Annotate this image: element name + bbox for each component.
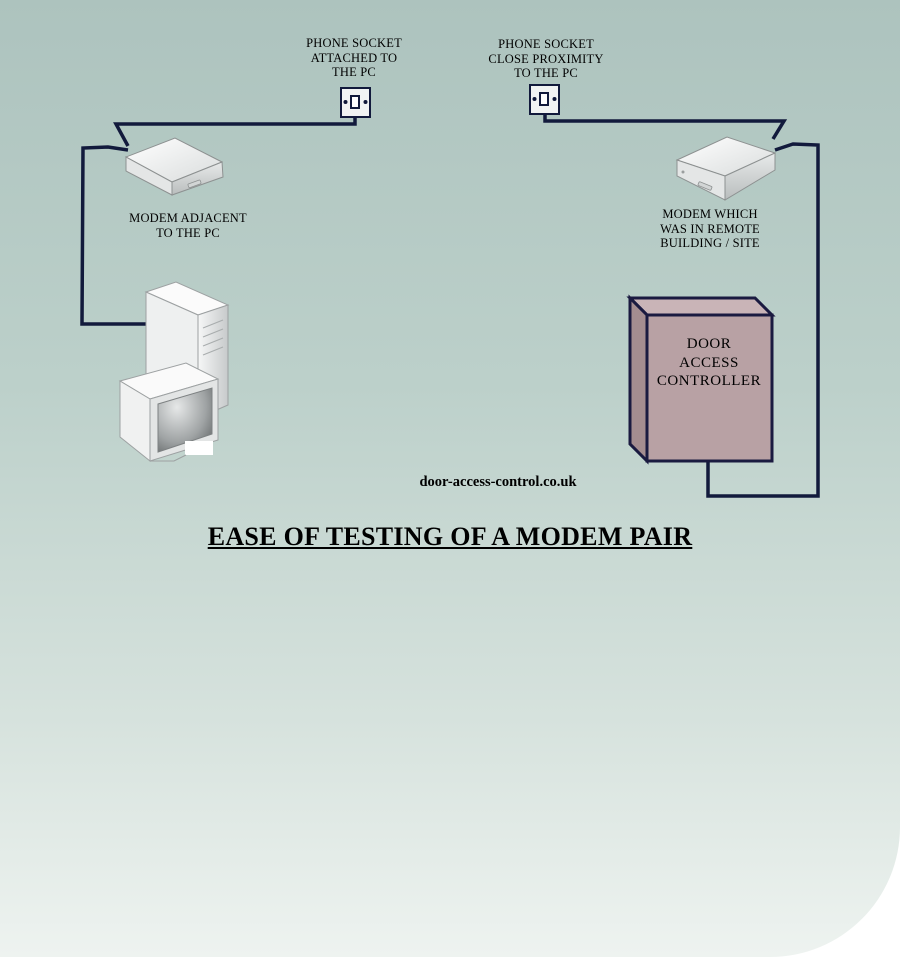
cable-socket-to-right-modem — [543, 107, 788, 140]
door-access-controller-box — [626, 294, 776, 465]
pc-workstation-icon — [118, 281, 230, 463]
phone-socket-icon — [340, 87, 371, 118]
controller-label: DOOR ACCESS CONTROLLER — [656, 336, 762, 389]
modem-icon — [675, 136, 777, 201]
modem-icon — [124, 137, 224, 196]
website-url: door-access-control.co.uk — [419, 474, 577, 490]
socket-left-label: PHONE SOCKET ATTACHED TO THE PC — [306, 36, 402, 79]
page-title: EASE OF TESTING OF A MODEM PAIR — [207, 522, 693, 551]
cable-left-modem-to-pc — [80, 145, 146, 326]
modem-left-label: MODEM ADJACENT TO THE PC — [129, 211, 247, 240]
cable-socket-to-left-modem — [113, 109, 357, 147]
phone-socket-icon — [529, 84, 560, 115]
socket-right-label: PHONE SOCKET CLOSE PROXIMITY TO THE PC — [488, 37, 604, 80]
modem-right-label: MODEM WHICH WAS IN REMOTE BUILDING / SIT… — [660, 207, 760, 250]
cable-right-modem-to-controller — [706, 142, 820, 498]
